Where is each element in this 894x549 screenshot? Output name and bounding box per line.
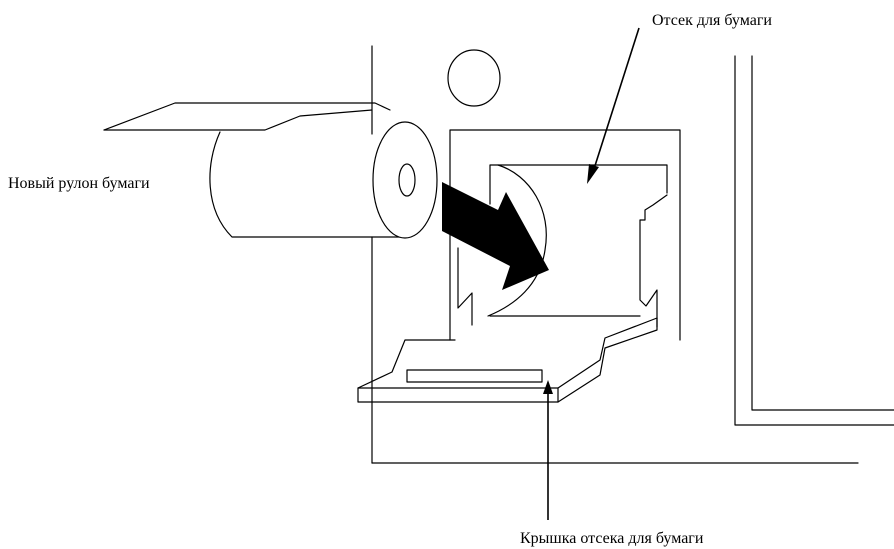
- cover-slot: [406, 369, 543, 383]
- compartment-inner: [457, 164, 668, 328]
- compartment-curve: [487, 164, 547, 317]
- callout-cover-arrow: [543, 380, 553, 520]
- printer-body: [371, 45, 859, 464]
- printer-side-panel: [734, 55, 894, 426]
- callout-compartment-arrow: [587, 27, 640, 184]
- label-new-paper-roll: Новый рулон бумаги: [8, 175, 150, 192]
- compartment-cover: [357, 317, 658, 403]
- label-paper-compartment: Отсек для бумаги: [652, 12, 772, 29]
- printer-button: [447, 49, 501, 107]
- insert-direction-arrow: [442, 182, 549, 290]
- paper-roll: [103, 102, 438, 239]
- label-compartment-cover: Крышка отсека для бумаги: [520, 530, 704, 547]
